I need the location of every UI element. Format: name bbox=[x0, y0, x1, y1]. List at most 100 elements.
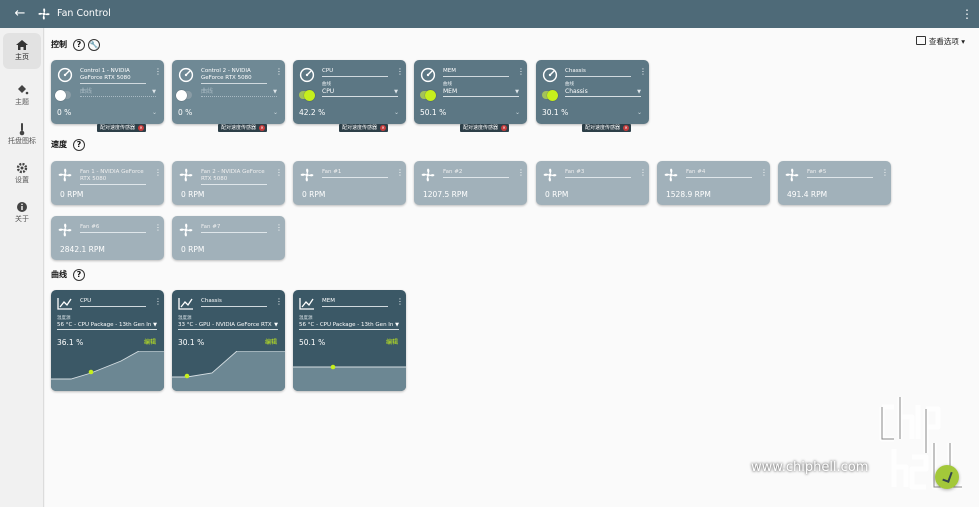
chevron-down-icon[interactable]: ⌄ bbox=[393, 109, 399, 116]
control-card[interactable]: Control 2 - NVIDIA GeForce RTX 5080⋮曲线▼0… bbox=[172, 60, 285, 124]
more-vert-icon[interactable]: ⋮ bbox=[154, 223, 162, 232]
close-icon[interactable]: ✕ bbox=[380, 125, 387, 131]
chevron-down-icon[interactable]: ⌄ bbox=[514, 109, 520, 116]
curve-point[interactable] bbox=[184, 373, 190, 379]
sidebar-item-about[interactable]: 关于 bbox=[3, 195, 41, 231]
more-vert-icon[interactable]: ⋮ bbox=[275, 67, 283, 76]
speed-card[interactable]: Fan 1 - NVIDIA GeForce RTX 5080⋮0 RPM bbox=[51, 161, 164, 205]
pair-speed-sensor-badge[interactable]: 配对速度传感器✕ bbox=[460, 124, 510, 132]
curve-point[interactable] bbox=[88, 369, 94, 375]
speed-card[interactable]: Fan #5⋮491.4 RPM bbox=[778, 161, 891, 205]
more-vert-icon[interactable]: ⋮ bbox=[154, 297, 162, 306]
more-vert-icon[interactable]: ⋮ bbox=[517, 67, 525, 76]
more-vert-icon[interactable]: ⋮ bbox=[275, 223, 283, 232]
control-name[interactable]: Control 1 - NVIDIA GeForce RTX 5080 bbox=[80, 68, 146, 84]
more-vert-icon[interactable]: ⋮ bbox=[517, 168, 525, 177]
fan-name[interactable]: Fan #1 bbox=[322, 169, 388, 178]
wrench-icon[interactable]: 🔧 bbox=[88, 38, 100, 51]
sidebar-item-theme[interactable]: 主题 bbox=[3, 78, 41, 114]
fan-name[interactable]: Fan #4 bbox=[686, 169, 752, 178]
control-card[interactable]: Control 1 - NVIDIA GeForce RTX 5080⋮曲线▼0… bbox=[51, 60, 164, 124]
speed-card[interactable]: Fan #6⋮2842.1 RPM bbox=[51, 216, 164, 260]
chevron-down-icon[interactable]: ⌄ bbox=[636, 109, 642, 116]
more-vert-icon[interactable]: ⋮ bbox=[154, 67, 162, 76]
speed-card[interactable]: Fan 2 - NVIDIA GeForce RTX 5080⋮0 RPM bbox=[172, 161, 285, 205]
speed-card[interactable]: Fan #1⋮0 RPM bbox=[293, 161, 406, 205]
temperature-source-select[interactable]: 56 °C - CPU Package - 13th Gen Intel▼ bbox=[57, 322, 157, 330]
fan-name[interactable]: Fan 2 - NVIDIA GeForce RTX 5080 bbox=[201, 169, 267, 185]
speed-card[interactable]: Fan #4⋮1528.9 RPM bbox=[657, 161, 770, 205]
help-icon[interactable]: ? bbox=[73, 38, 85, 51]
edit-button[interactable]: 编辑 bbox=[385, 339, 398, 346]
enable-toggle[interactable] bbox=[299, 89, 315, 101]
curve-select[interactable]: 曲线▼ bbox=[80, 88, 156, 97]
sidebar-item-tray-icon[interactable]: 托盘图标 bbox=[3, 117, 41, 153]
more-vert-icon[interactable]: ⋮ bbox=[275, 168, 283, 177]
speed-card[interactable]: Fan #3⋮0 RPM bbox=[536, 161, 649, 205]
enable-toggle[interactable] bbox=[420, 89, 436, 101]
back-arrow-icon[interactable]: ← bbox=[14, 6, 26, 21]
pair-speed-sensor-badge[interactable]: 配对速度传感器✕ bbox=[218, 124, 268, 132]
speed-card[interactable]: Fan #7⋮0 RPM bbox=[172, 216, 285, 260]
edit-button[interactable]: 编辑 bbox=[264, 339, 277, 346]
enable-toggle[interactable] bbox=[542, 89, 558, 101]
close-icon[interactable]: ✕ bbox=[623, 125, 630, 131]
fan-name[interactable]: Fan 1 - NVIDIA GeForce RTX 5080 bbox=[80, 169, 146, 185]
chevron-down-icon[interactable]: ⌄ bbox=[151, 109, 157, 116]
temperature-source-select[interactable]: 33 °C - GPU - NVIDIA GeForce RTX 5080▼ bbox=[178, 322, 278, 330]
more-vert-icon[interactable]: ⋮ bbox=[881, 168, 889, 177]
close-icon[interactable]: ✕ bbox=[259, 125, 266, 131]
enable-toggle[interactable] bbox=[176, 89, 192, 101]
temperature-source-select[interactable]: 56 °C - CPU Package - 13th Gen Intel▼ bbox=[299, 322, 399, 330]
control-name[interactable]: MEM bbox=[443, 68, 509, 77]
curve-select[interactable]: MEM▼ bbox=[443, 88, 519, 97]
help-icon[interactable]: ? bbox=[73, 138, 85, 151]
fan-name[interactable]: Fan #7 bbox=[201, 224, 267, 233]
curve-select[interactable]: CPU▼ bbox=[322, 88, 398, 97]
more-vert-icon[interactable]: ⋮ bbox=[275, 297, 283, 306]
control-name[interactable]: CPU bbox=[322, 68, 388, 77]
more-vert-icon[interactable]: ⋮ bbox=[396, 297, 404, 306]
fan-name[interactable]: Fan #2 bbox=[443, 169, 509, 178]
curve-graph[interactable] bbox=[51, 351, 164, 391]
help-icon[interactable]: ? bbox=[73, 268, 85, 281]
fab-button[interactable] bbox=[935, 465, 959, 489]
speed-card[interactable]: Fan #2⋮1207.5 RPM bbox=[414, 161, 527, 205]
pair-speed-sensor-badge[interactable]: 配对速度传感器✕ bbox=[582, 124, 632, 132]
control-name[interactable]: Chassis bbox=[565, 68, 631, 77]
control-name[interactable]: Control 2 - NVIDIA GeForce RTX 5080 bbox=[201, 68, 267, 84]
curve-select[interactable]: 曲线▼ bbox=[201, 88, 277, 97]
sidebar-item-home[interactable]: 主页 bbox=[3, 33, 41, 69]
curve-graph[interactable] bbox=[293, 351, 406, 391]
pair-speed-sensor-badge[interactable]: 配对速度传感器✕ bbox=[339, 124, 389, 132]
curve-select[interactable]: Chassis▼ bbox=[565, 88, 641, 97]
curve-name[interactable]: Chassis bbox=[201, 298, 267, 307]
curve-point[interactable] bbox=[330, 364, 336, 370]
more-vert-icon[interactable]: ⋮ bbox=[396, 67, 404, 76]
close-icon[interactable]: ✕ bbox=[501, 125, 508, 131]
curve-name[interactable]: MEM bbox=[322, 298, 388, 307]
enable-toggle[interactable] bbox=[55, 89, 71, 101]
more-vert-icon[interactable]: ⋮ bbox=[396, 168, 404, 177]
more-vert-icon[interactable]: ⋮ bbox=[961, 7, 973, 21]
more-vert-icon[interactable]: ⋮ bbox=[760, 168, 768, 177]
curve-name[interactable]: CPU bbox=[80, 298, 146, 307]
fan-name[interactable]: Fan #3 bbox=[565, 169, 631, 178]
curve-graph[interactable] bbox=[172, 351, 285, 391]
fan-name[interactable]: Fan #5 bbox=[807, 169, 873, 178]
view-options-button[interactable]: 查看选项 ▾ bbox=[915, 36, 965, 48]
close-icon[interactable]: ✕ bbox=[138, 125, 145, 131]
more-vert-icon[interactable]: ⋮ bbox=[639, 168, 647, 177]
pair-speed-sensor-badge[interactable]: 配对速度传感器✕ bbox=[97, 124, 147, 132]
more-vert-icon[interactable]: ⋮ bbox=[639, 67, 647, 76]
edit-button[interactable]: 编辑 bbox=[143, 339, 156, 346]
chevron-down-icon[interactable]: ⌄ bbox=[272, 109, 278, 116]
fan-name[interactable]: Fan #6 bbox=[80, 224, 146, 233]
sidebar-item-settings[interactable]: 设置 bbox=[3, 156, 41, 192]
